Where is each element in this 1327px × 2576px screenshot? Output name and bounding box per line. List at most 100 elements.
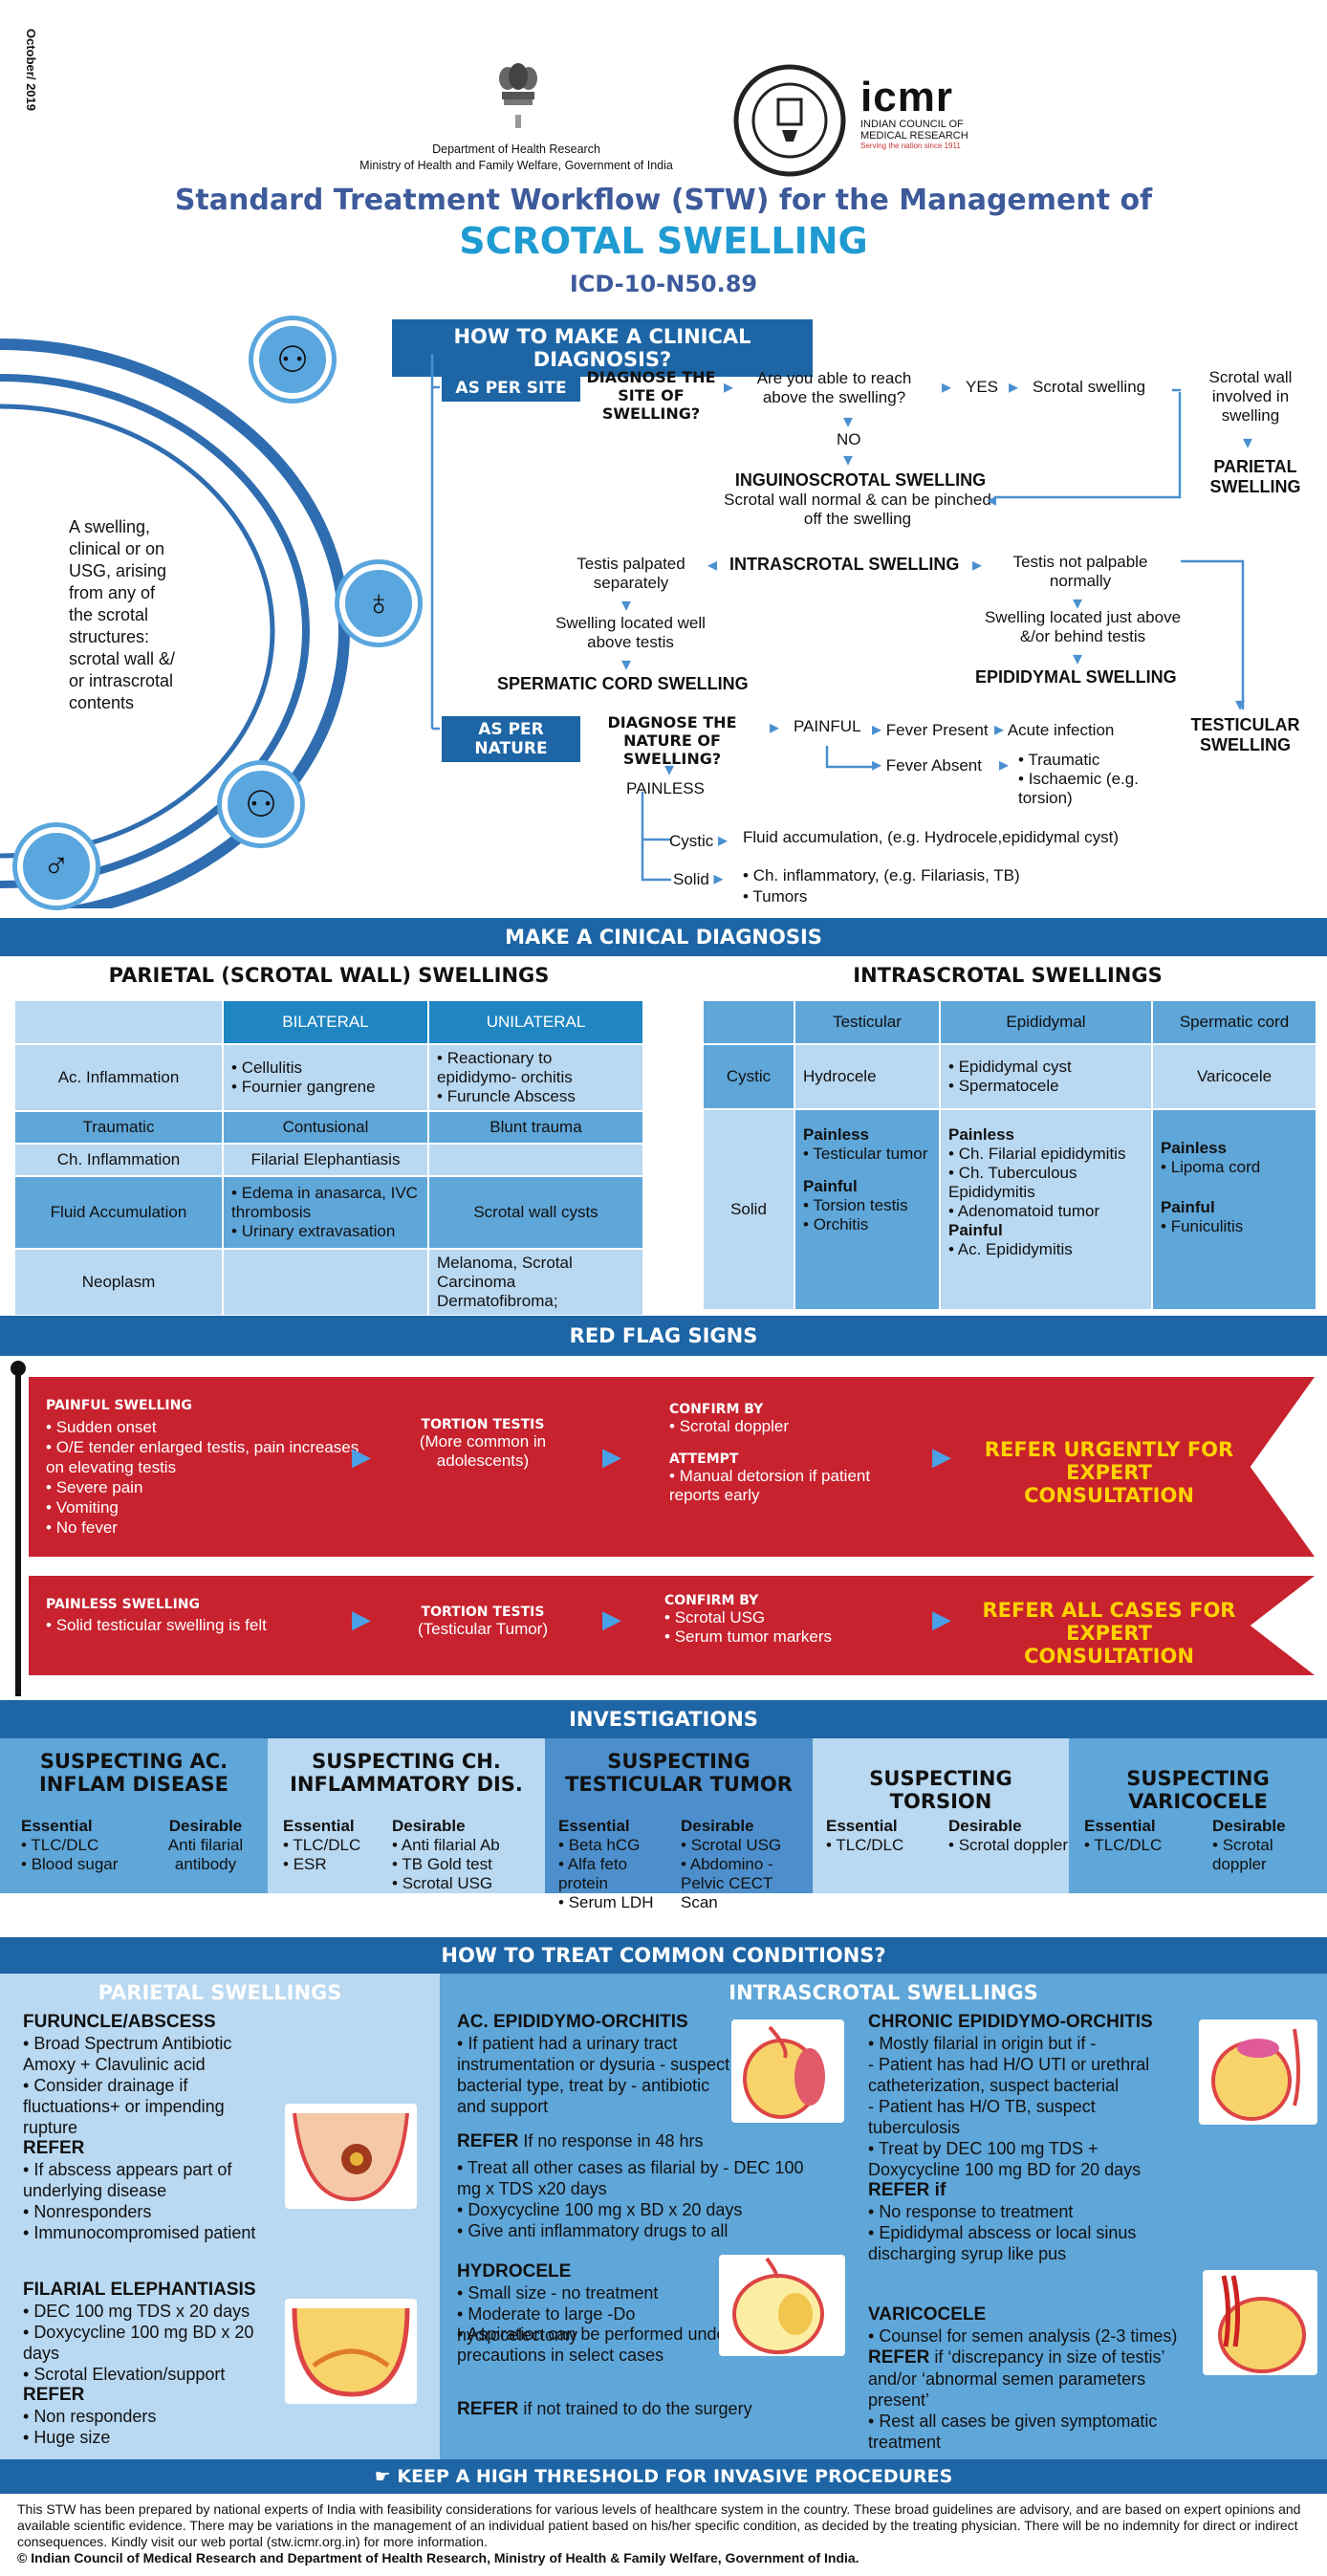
inv-item: Anti filarial antibody xyxy=(167,1836,244,1873)
title-main: SCROTAL SWELLING xyxy=(459,220,868,262)
inv-item: Scrotal USG xyxy=(392,1874,500,1893)
cell-item: Orchitis xyxy=(803,1215,931,1234)
arc-decoration xyxy=(0,316,382,924)
treat-item: If abscess appears part of underlying di… xyxy=(23,2159,272,2201)
desirable-label: Desirable xyxy=(681,1817,754,1835)
refer-urgent: REFER URGENTLY FOR EXPERT CONSULTATION xyxy=(984,1438,1234,1507)
treat-item: Treat by DEC 100 mg TDS + Doxycycline 10… xyxy=(868,2138,1184,2180)
arrow-right-icon: ▸ xyxy=(872,754,882,775)
acute-infection: Acute infection xyxy=(1007,721,1115,739)
as-per-site-tag: AS PER SITE xyxy=(442,375,580,402)
treat-item: Rest all cases be given symptomatic trea… xyxy=(868,2411,1193,2453)
cell-item: Epididymal cyst xyxy=(948,1058,1143,1077)
arrow-down-icon: ▾ xyxy=(1235,694,1246,715)
cell-text: Contusional xyxy=(222,1110,429,1145)
essential-label: Essential xyxy=(283,1817,355,1835)
testicular-swelling: TESTICULAR SWELLING xyxy=(1190,715,1300,754)
inv-title: SUSPECTING CH. INFLAMMATORY DIS. xyxy=(290,1750,523,1796)
treat-item: Give anti inflammatory drugs to all xyxy=(457,2220,830,2241)
parietal-treat-title: PARIETAL SWELLINGS xyxy=(98,1981,342,2004)
intrascrotal: INTRASCROTAL SWELLING xyxy=(729,555,960,574)
diagnosis-banner: HOW TO MAKE A CLINICAL DIAGNOSIS? xyxy=(392,319,813,377)
solid-item: Tumors xyxy=(743,886,1020,907)
inguinoscrotal: INGUINOSCROTAL SWELLING xyxy=(734,470,987,490)
cell-text xyxy=(427,1143,644,1177)
testis-not-palpable: Testis not palpable normally xyxy=(1012,553,1148,590)
confirm-item: Serum tumor markers xyxy=(664,1627,913,1647)
cell-item: Furuncle Abscess xyxy=(437,1087,635,1106)
confirm-item: Scrotal doppler xyxy=(669,1417,918,1436)
torsion-title: TORTION TESTIS xyxy=(421,1605,545,1620)
intra-treat-title: INTRASCROTAL SWELLINGS xyxy=(729,1981,1038,2004)
threshold-text: KEEP A HIGH THRESHOLD FOR INVASIVE PROCE… xyxy=(397,2466,953,2487)
inv-item: Abdomino - Pelvic CECT Scan xyxy=(681,1855,805,1912)
arrow-right-icon: ▶ xyxy=(352,1605,371,1633)
testis-icon: ⚇ xyxy=(253,320,332,399)
inv-col-ac: SUSPECTING AC. INFLAM DISEASE EssentialT… xyxy=(0,1738,268,1893)
essential-label: Essential xyxy=(1084,1817,1156,1835)
attempt-item: Manual detorsion if patient reports earl… xyxy=(669,1467,918,1505)
swelling-definition: A swelling, clinical or on USG, arising … xyxy=(69,517,176,712)
epididymal-swelling: EPIDIDYMAL SWELLING xyxy=(975,667,1177,687)
row-label: Ac. Inflammation xyxy=(13,1043,224,1112)
treat-item: No response to treatment xyxy=(868,2201,1184,2222)
inv-col-varicocele: SUSPECTING VARICOCELE EssentialTLC/DLC D… xyxy=(1069,1738,1327,1893)
refer-label: REFER xyxy=(23,2138,85,2158)
flag-pole xyxy=(15,1365,21,1696)
essential-label: Essential xyxy=(21,1817,93,1835)
inv-item: Scrotal USG xyxy=(681,1836,805,1855)
painless-flag: PAINLESS SWELLING Solid testicular swell… xyxy=(29,1576,1315,1675)
date-label: October/ 2019 xyxy=(24,29,38,111)
attempt-title: ATTEMPT xyxy=(669,1452,739,1467)
cell-text: Varicocele xyxy=(1151,1043,1317,1110)
col-bilateral: BILATERAL xyxy=(222,999,429,1045)
arrow-right-icon: ▶ xyxy=(932,1442,951,1471)
painful-label: Painful xyxy=(948,1221,1003,1239)
painful-item: No fever xyxy=(46,1517,361,1538)
dept-line1: Department of Health Research xyxy=(432,142,600,156)
cell-item: Ch. Tuberculous Epididymitis xyxy=(948,1164,1143,1202)
painless-title: PAINLESS SWELLING xyxy=(46,1597,200,1612)
inv-item: TLC/DLC xyxy=(21,1836,118,1855)
fever-present: Fever Present xyxy=(885,721,989,739)
arrow-right-icon: ▸ xyxy=(724,377,734,398)
spermatic-cord: SPERMATIC CORD SWELLING xyxy=(497,674,749,693)
threshold-banner: ☛ KEEP A HIGH THRESHOLD FOR INVASIVE PRO… xyxy=(0,2459,1327,2494)
cell-item: Ac. Epididymitis xyxy=(948,1240,1143,1259)
refer-if-label: REFER if xyxy=(868,2180,946,2200)
arrow-left-icon: ◂ xyxy=(987,490,997,511)
painful-item: Vomiting xyxy=(46,1497,361,1517)
treat-item: Nonresponders xyxy=(23,2201,272,2222)
arrow-down-icon: ▾ xyxy=(664,759,675,780)
cell-item: Lipoma cord xyxy=(1161,1158,1308,1177)
arrow-down-icon: ▾ xyxy=(1073,648,1083,669)
refer-text: if ‘discrepancy in size of testis’ and/o… xyxy=(868,2347,1164,2410)
painless-item: Solid testicular swelling is felt xyxy=(46,1616,361,1635)
wall-involved: Scrotal wall involved in swelling xyxy=(1208,368,1293,425)
confirm-by: CONFIRM BY xyxy=(669,1402,764,1417)
arrow-down-icon: ▾ xyxy=(1243,432,1253,453)
disclaimer: This STW has been prepared by national e… xyxy=(17,2501,1301,2549)
desirable-label: Desirable xyxy=(168,1817,243,1835)
inv-item: ESR xyxy=(283,1855,360,1874)
treat-item: DEC 100 mg TDS x 20 days xyxy=(23,2301,272,2322)
painful-item: O/E tender enlarged testis, pain increas… xyxy=(46,1437,361,1477)
cell-item: Edema in anasarca, IVC thrombosis xyxy=(231,1184,420,1222)
inv-col-torsion: SUSPECTING TORSION EssentialTLC/DLC Desi… xyxy=(813,1738,1069,1893)
treat-item: Immunocompromised patient xyxy=(23,2222,272,2243)
cell-item: Adenomatoid tumor xyxy=(948,1202,1143,1221)
painful-label: PAINFUL xyxy=(794,717,861,735)
refer-label: REFER xyxy=(23,2385,85,2405)
inv-item: TLC/DLC xyxy=(1084,1836,1162,1855)
confirm-item: Scrotal USG xyxy=(664,1608,913,1627)
elephantiasis-image xyxy=(285,2299,417,2404)
cystic-label: Cystic xyxy=(669,832,714,850)
scrotal-swelling: Scrotal swelling xyxy=(1033,378,1146,396)
arrow-right-icon: ▸ xyxy=(713,868,724,889)
icmr-logo: icmr xyxy=(860,74,953,120)
arrow-right-icon: ▶ xyxy=(352,1442,371,1471)
desirable-label: Desirable xyxy=(948,1817,1022,1835)
arrow-right-icon: ▸ xyxy=(942,377,952,398)
inv-title: SUSPECTING VARICOCELE xyxy=(1126,1767,1270,1813)
